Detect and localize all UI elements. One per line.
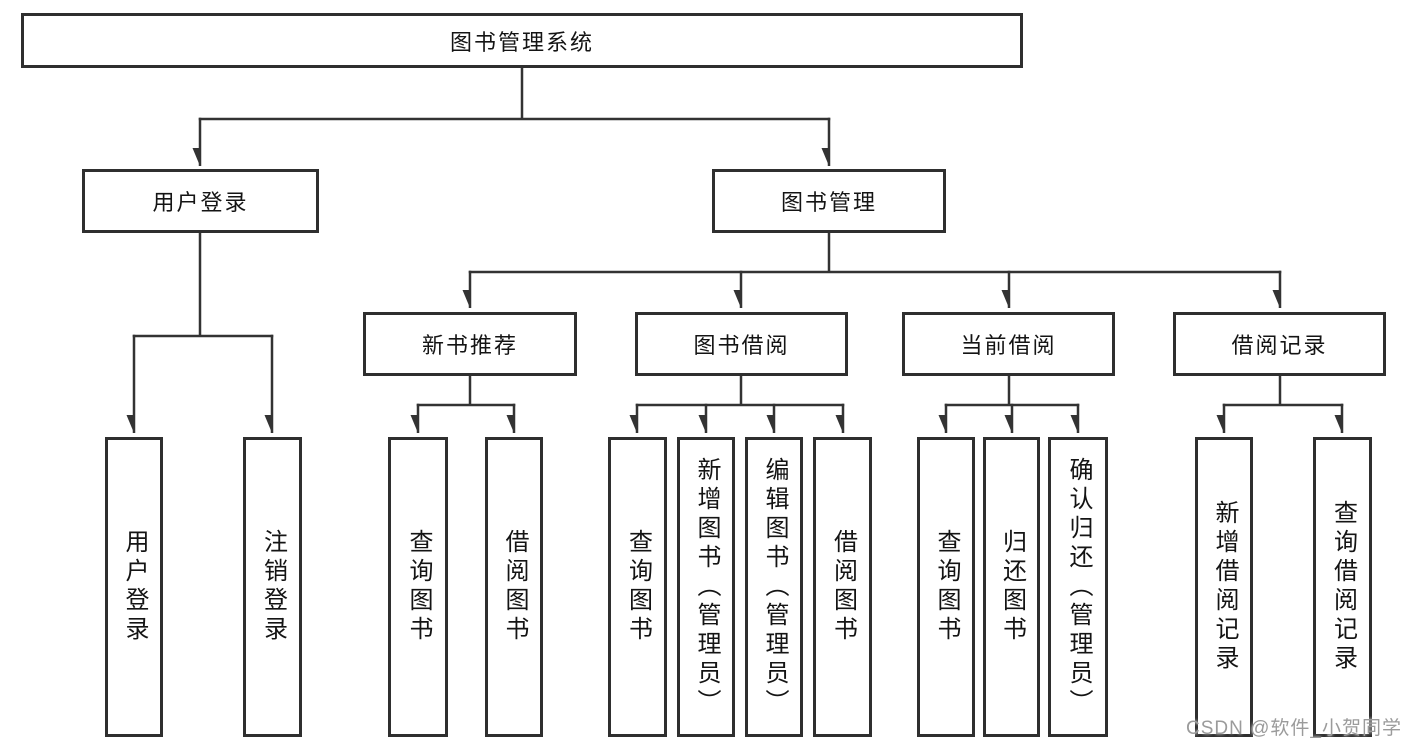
leaf-query-book-current-label: 查询图书 — [933, 529, 960, 645]
leaf-borrow-book-recommend: 借阅图书 — [485, 437, 543, 737]
node-book-management: 图书管理 — [712, 169, 946, 233]
leaf-query-book-recommend-label: 查询图书 — [405, 529, 432, 645]
leaf-borrow-book: 借阅图书 — [813, 437, 872, 737]
leaf-query-book-borrow: 查询图书 — [608, 437, 667, 737]
leaf-add-borrow-record-label: 新增借阅记录 — [1211, 500, 1238, 674]
node-current-borrow: 当前借阅 — [902, 312, 1115, 376]
node-user-login: 用户登录 — [82, 169, 319, 233]
leaf-query-book-current: 查询图书 — [917, 437, 975, 737]
node-current-borrow-label: 当前借阅 — [960, 333, 1057, 358]
leaf-add-borrow-record: 新增借阅记录 — [1195, 437, 1253, 737]
leaf-add-book-admin-label: 新增图书（管理员） — [693, 456, 720, 718]
node-borrow-records: 借阅记录 — [1173, 312, 1386, 376]
leaf-query-borrow-record-label: 查询借阅记录 — [1329, 500, 1357, 674]
leaf-edit-book-admin: 编辑图书（管理员） — [745, 437, 803, 737]
leaf-confirm-return-admin: 确认归还（管理员） — [1048, 437, 1108, 737]
leaf-edit-book-admin-label: 编辑图书（管理员） — [761, 456, 788, 718]
leaf-confirm-return-admin-label: 确认归还（管理员） — [1065, 456, 1092, 718]
leaf-borrow-book-recommend-label: 借阅图书 — [501, 529, 528, 645]
leaf-logout: 注销登录 — [243, 437, 302, 737]
node-book-borrow: 图书借阅 — [635, 312, 848, 376]
leaf-query-book-recommend: 查询图书 — [388, 437, 448, 737]
leaf-borrow-book-label: 借阅图书 — [829, 529, 857, 645]
node-new-book-recommend-label: 新书推荐 — [421, 333, 518, 358]
leaf-logout-label: 注销登录 — [259, 529, 287, 645]
node-new-book-recommend: 新书推荐 — [363, 312, 577, 376]
node-borrow-records-label: 借阅记录 — [1231, 333, 1328, 358]
leaf-return-book: 归还图书 — [983, 437, 1040, 737]
node-book-borrow-label: 图书借阅 — [693, 333, 790, 358]
node-book-management-label: 图书管理 — [780, 190, 877, 215]
node-root-label: 图书管理系统 — [449, 29, 594, 55]
node-user-login-label: 用户登录 — [152, 190, 249, 215]
leaf-user-login: 用户登录 — [105, 437, 163, 737]
node-root: 图书管理系统 — [21, 13, 1023, 68]
csdn-watermark: CSDN @软件_小贺同学 — [1186, 718, 1402, 739]
leaf-user-login-label: 用户登录 — [121, 529, 148, 645]
leaf-add-book-admin: 新增图书（管理员） — [677, 437, 735, 737]
leaf-query-book-borrow-label: 查询图书 — [624, 529, 652, 645]
leaf-query-borrow-record: 查询借阅记录 — [1313, 437, 1372, 737]
leaf-return-book-label: 归还图书 — [998, 529, 1026, 645]
